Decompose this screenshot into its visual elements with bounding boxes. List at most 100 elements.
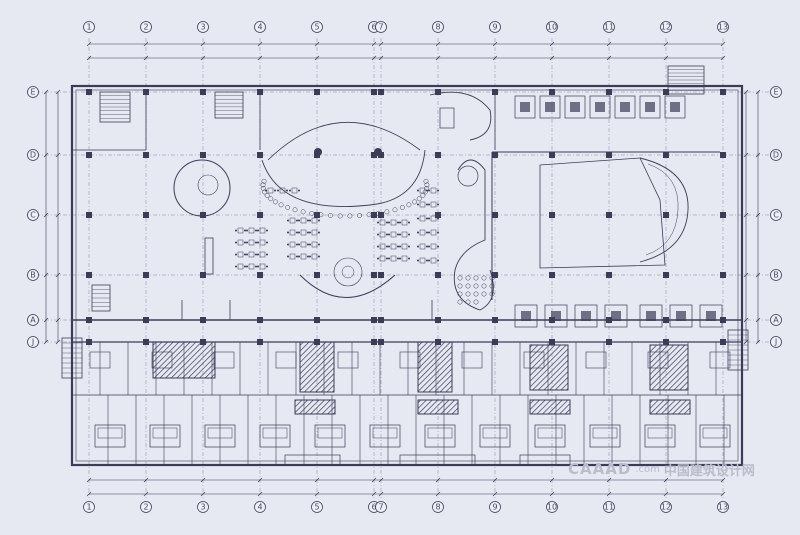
lounge-seat [489,291,495,297]
chair [388,245,390,248]
chair [408,233,410,236]
dimension-tick [378,491,384,497]
private-room-core [646,311,656,321]
dimension-tick [720,41,726,47]
chair [318,219,320,222]
lounge-seat [457,291,463,297]
bed-pillow [262,427,288,439]
dining-table [419,215,426,222]
room-fixture [709,351,731,369]
private-room [574,304,598,328]
round-lobby [173,159,231,217]
grid-bubble-label: C [30,211,36,220]
grid-bubble [603,21,615,33]
dimension-tick [663,55,669,61]
bed [204,424,236,448]
chair [408,221,410,224]
room-fixture [523,351,545,369]
grid-bubble [660,21,672,33]
service-core [529,344,569,391]
vip-room [639,95,661,119]
watermark-site-name: 中国建筑设计网 [663,463,755,479]
dimension-tick [143,55,149,61]
chair [386,245,388,248]
grid-bubble [375,21,387,33]
lounge-seat [465,283,471,289]
dining-table [379,231,386,238]
dimension-tick [492,41,498,47]
dining-table [311,241,318,248]
lounge-seat [473,291,479,297]
grid-bubble [770,209,782,221]
atrium-balcony [261,149,426,207]
bed [534,424,566,448]
chair [287,255,289,258]
dimension-tick [55,317,61,323]
bed [259,424,291,448]
private-room [544,304,568,328]
dimension-tick [200,477,206,483]
private-room [514,304,538,328]
vip-room [589,95,611,119]
grid-bubble-label: 9 [492,503,497,512]
dining-table [289,241,296,248]
dining-table [379,243,386,250]
grid-bubble-label: 1 [86,503,91,512]
chair [255,253,257,256]
vip-room-core [595,102,605,112]
rotunda [299,274,396,298]
chair [318,243,320,246]
chair [287,219,289,222]
lounge-seat [457,283,463,289]
service-core [417,341,453,393]
grid-bubble [770,149,782,161]
dimension-tick [549,41,555,47]
seat [347,213,353,219]
grid-bubble-label: E [30,88,35,97]
seat [261,178,267,184]
chair [417,259,419,262]
vip-room [564,95,586,119]
watermark-domain: .com [635,463,660,475]
dimension-tick [200,55,206,61]
grid-bubble [489,21,501,33]
dining-table [390,255,397,262]
dining-table [300,253,307,260]
grid-bubble-label: 1 [86,23,91,32]
dimension-tick [55,272,61,278]
dining-table [291,187,298,194]
room-fixture [585,351,607,369]
dimension-tick [257,41,263,47]
grid-lines [36,38,780,498]
dining-table [289,229,296,236]
chair [298,189,300,192]
dining-table [300,229,307,236]
entrance-canopy [399,454,476,466]
dimension-tick [743,339,749,345]
exterior-wall-inner [75,89,739,462]
grid-bubble-label: 13 [718,503,728,512]
dining-table [237,251,244,258]
chair [437,203,439,206]
grid-bubble [375,501,387,513]
service-core [299,341,335,393]
grid-bubble-label: B [30,271,36,280]
grid-bubble [546,21,558,33]
chair [426,245,428,248]
vip-room [664,95,686,119]
room-fixture [151,351,173,369]
grand-stair-curve-inner [645,163,679,256]
grid-bubble [660,501,672,513]
seat [357,213,363,218]
lounge-bar [453,159,494,311]
seat [309,210,315,216]
furniture-layout [89,165,731,448]
lounge-seat [457,299,463,305]
dining-table [430,187,437,194]
dimension-tick [606,41,612,47]
dimension-tick [663,41,669,47]
chair [426,217,428,220]
vip-room-core [570,102,580,112]
grid-bubble-label: 6 [371,503,376,512]
